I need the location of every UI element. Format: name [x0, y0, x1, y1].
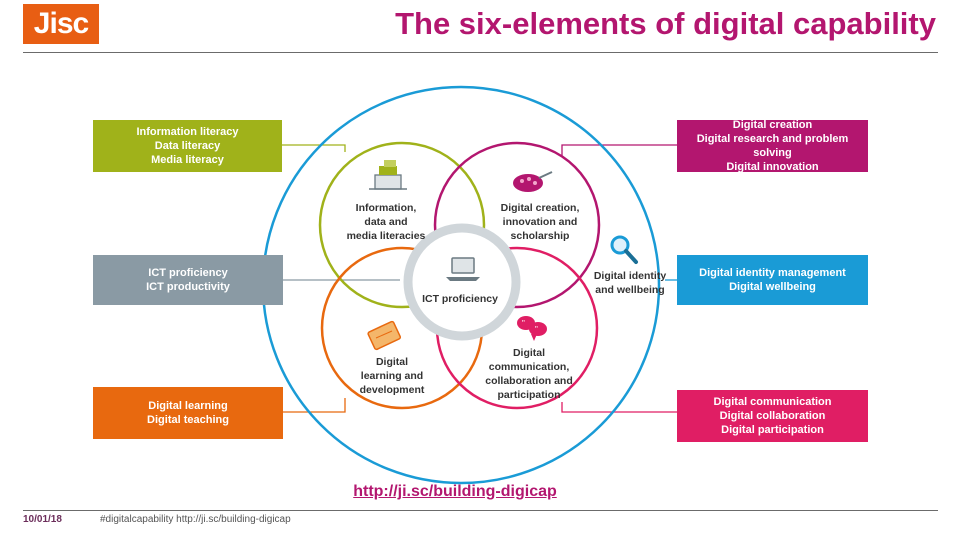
label-ict-proficiency: ICT proficiency	[412, 292, 508, 306]
box-creation-line-3: Digital innovation	[726, 161, 819, 173]
label-identity-line-1: Digital identity	[593, 270, 667, 282]
label-info-line-2: data and	[364, 216, 408, 228]
connector-creation	[561, 144, 677, 156]
page-title: The six-elements of digital capability	[395, 6, 936, 41]
box-identity-line-2: Digital wellbeing	[729, 281, 816, 293]
label-learning-line-2: learning and	[360, 370, 424, 382]
label-creation-line-1: Digital creation,	[500, 202, 580, 214]
label-identity-line-2: and wellbeing	[595, 284, 665, 296]
box-communication-line-1: Digital communication	[713, 396, 832, 408]
building-digicap-link[interactable]: http://ji.sc/building-digicap	[353, 483, 557, 500]
box-learning-line-1: Digital learning	[148, 400, 228, 412]
palette-icon	[513, 171, 553, 192]
label-learning-line-3: development	[359, 384, 425, 396]
notebook-icon	[367, 320, 402, 351]
label-digital-learning: Digital learning and development	[344, 355, 440, 397]
svg-text:": "	[535, 325, 538, 334]
connector-lines	[282, 144, 677, 413]
box-communication-line-2: Digital collaboration	[719, 410, 826, 422]
connector-communication	[561, 402, 677, 413]
box-ict-line-1: ICT proficiency	[148, 267, 228, 279]
box-creation-line-1: Digital creation	[732, 119, 813, 131]
label-digital-identity: Digital identity and wellbeing	[584, 269, 676, 297]
label-information-literacies: Information, data and media literacies	[338, 201, 434, 243]
label-creation-line-2: innovation and	[502, 216, 578, 228]
box-info-line-3: Media literacy	[151, 154, 224, 166]
box-information-literacy: Information literacy Data literacy Media…	[93, 120, 282, 172]
box-info-line-1: Information literacy	[136, 126, 239, 138]
jisc-logo[interactable]: Jisc	[23, 4, 99, 44]
connector-info	[282, 144, 346, 152]
speech-bubbles-icon: " "	[517, 316, 547, 341]
magnifier-icon	[610, 235, 638, 264]
label-learning-line-1: Digital	[375, 356, 409, 368]
center-ring-ict	[403, 223, 521, 341]
footer-divider	[23, 510, 938, 511]
svg-text:": "	[522, 319, 525, 328]
label-digital-creation: Digital creation, innovation and scholar…	[490, 201, 590, 243]
laptop-icon	[446, 257, 480, 281]
label-digital-communication: Digital communication, collaboration and…	[480, 346, 578, 402]
header-divider	[23, 52, 938, 53]
archive-box-icon	[369, 160, 407, 190]
label-info-line-3: media literacies	[346, 230, 426, 242]
label-creation-line-3: scholarship	[510, 230, 570, 242]
box-ict-proficiency: ICT proficiency ICT productivity	[93, 255, 283, 305]
footer-hashtag: #digitalcapability http://ji.sc/building…	[100, 514, 291, 525]
box-digital-identity: Digital identity management Digital well…	[677, 255, 868, 305]
box-digital-creation: Digital creation Digital research and pr…	[677, 119, 868, 173]
label-info-line-1: Information,	[355, 202, 417, 214]
ring-digital-creation	[433, 141, 601, 309]
box-info-line-2: Data literacy	[154, 140, 221, 152]
box-identity-line-1: Digital identity management	[699, 267, 846, 279]
box-ict-line-2: ICT productivity	[146, 281, 230, 293]
label-communication-line-4: participation	[497, 389, 561, 401]
ring-information-literacy	[318, 141, 486, 309]
box-communication-line-3: Digital participation	[721, 424, 824, 436]
box-digital-communication: Digital communication Digital collaborat…	[677, 390, 868, 442]
label-communication-line-3: collaboration and	[485, 375, 573, 387]
footer-date: 10/01/18	[23, 514, 62, 525]
connector-learning	[283, 398, 346, 413]
box-learning-line-2: Digital teaching	[147, 414, 229, 426]
label-communication-line-2: communication,	[488, 361, 570, 373]
label-ict-line-1: ICT proficiency	[422, 293, 498, 305]
box-creation-line-2: Digital research and problem solving	[696, 133, 849, 159]
box-digital-learning: Digital learning Digital teaching	[93, 387, 283, 439]
label-communication-line-1: Digital	[512, 347, 546, 359]
